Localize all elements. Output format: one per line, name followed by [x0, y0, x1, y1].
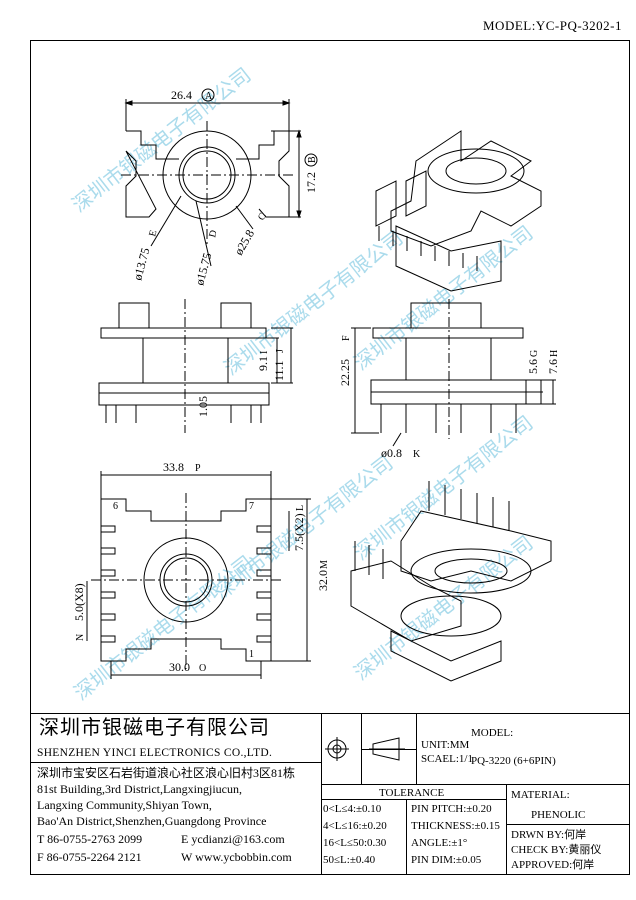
- dim-g-tag: G: [529, 350, 540, 357]
- company-name-en: SHENZHEN YINCI ELECTRONICS CO.,LTD.: [37, 747, 273, 759]
- dim-i: 9.1: [256, 356, 270, 371]
- material-label: MATERIAL:: [511, 789, 570, 801]
- top-view: [121, 99, 302, 267]
- dim-p-tag: P: [195, 463, 201, 474]
- dim-b: 17.2: [304, 172, 318, 193]
- isometric-view-top: [375, 130, 542, 292]
- dim-h: 7.6: [546, 359, 560, 374]
- dim-h-tag: H: [549, 350, 560, 357]
- address-line-4: Bao'An District,Shenzhen,Guangdong Provi…: [37, 814, 267, 828]
- pin-1-label: 1: [249, 649, 254, 660]
- front-view-labels: 9.1 I 11.1 J 1.05: [196, 349, 286, 417]
- projection-trapezoid: [369, 737, 405, 761]
- model-value: PQ-3220 (6+6PIN): [471, 755, 556, 767]
- dim-o-tag: O: [199, 663, 206, 674]
- dim-b-tag: B: [307, 156, 318, 163]
- dim-a-tag: A: [205, 91, 213, 102]
- dim-f-tag: F: [341, 335, 352, 341]
- dim-c: ø25.8: [231, 227, 257, 257]
- address-line-2: 81st Building,3rd District,Langxingjiucu…: [37, 782, 242, 796]
- dim-m-tag: M: [319, 560, 330, 569]
- dim-i-tag: I: [259, 351, 270, 354]
- dim-j-tag: J: [275, 349, 286, 353]
- iso-top-pins: [378, 226, 478, 271]
- isometric-view-bottom: [350, 481, 552, 682]
- bottom-view: [86, 471, 311, 679]
- material-value: PHENOLIC: [531, 809, 586, 821]
- dim-n: 5.0(X8): [72, 583, 86, 621]
- address-line-1: 深圳市宝安区石岩街道浪心社区浪心旧村3区81栋: [37, 766, 296, 780]
- contact-fax: F 86-0755-2264 2121: [37, 850, 142, 864]
- tol2-row-1: PIN PITCH:±0.20: [411, 803, 492, 815]
- dim-k-tag: K: [413, 449, 421, 460]
- tol2-row-2: THICKNESS:±0.15: [411, 820, 500, 832]
- drawing-model-header: MODEL:YC-PQ-3202-1: [483, 18, 622, 33]
- tol-row-1: 0<L≤4:±0.10: [323, 803, 382, 815]
- side-view: [351, 299, 556, 447]
- dim-o: 30.0: [169, 660, 190, 674]
- technical-drawing: 深圳市银磁电子有限公司 深圳市银磁电子有限公司 深圳市银磁电子有限公司 深圳市银…: [67, 63, 560, 705]
- dim-d-tag: D: [207, 229, 219, 239]
- tol-row-3: 16<L≤50:0.30: [323, 837, 387, 849]
- dim-105: 1.05: [196, 396, 210, 417]
- scale-label: SCAEL:1/1: [421, 753, 473, 765]
- contact-web: W www.ycbobbin.com: [181, 850, 292, 864]
- address-line-3: Langxing Community,Shiyan Town,: [37, 798, 212, 812]
- dim-l: 7.5(X2): [292, 513, 306, 551]
- front-view: [98, 299, 293, 433]
- dim-e-tag: E: [147, 229, 159, 238]
- dim-a: 26.4: [171, 88, 192, 102]
- dim-n-tag: N: [75, 634, 86, 641]
- dim-p: 33.8: [163, 460, 184, 474]
- tol-row-4: 50≤L:±0.40: [323, 854, 376, 866]
- unit-label: UNIT:MM: [421, 739, 470, 751]
- tolerance-title: TOLERANCE: [379, 787, 445, 799]
- checked-by: CHECK BY:黄丽仪: [511, 844, 602, 856]
- dim-m: 32.0: [316, 570, 330, 591]
- company-name-cn: 深圳市银磁电子有限公司: [39, 715, 270, 739]
- model-label: MODEL:: [471, 727, 514, 739]
- watermark-7: 深圳市银磁电子有限公司: [69, 551, 257, 705]
- iso-bottom-pins: [354, 481, 510, 579]
- dim-c-tag: C: [256, 211, 269, 223]
- dim-e: ø13.75: [130, 246, 152, 281]
- tol-row-2: 4<L≤16:±0.20: [323, 820, 387, 832]
- bottom-view-labels: 33.8 P 30.0 O 32.0 M 7.5(X2) L 5.0(X8) N…: [72, 460, 330, 674]
- top-view-labels: 26.4 A B 17.2 ø13.75 E ø15.75 D ø25.8 C: [130, 88, 318, 287]
- dim-d: ø15.75: [192, 251, 214, 286]
- drawn-by: DRWN BY:何岸: [511, 829, 587, 841]
- contact-email: E ycdianzi@163.com: [181, 832, 285, 846]
- title-block: 深圳市银磁电子有限公司 SHENZHEN YINCI ELECTRONICS C…: [30, 714, 630, 875]
- dim-l-tag: L: [295, 505, 306, 511]
- approved-by: APPROVED:何岸: [511, 859, 595, 871]
- dim-f: 22.25: [338, 359, 352, 386]
- pin-6-label: 6: [113, 501, 118, 512]
- side-view-labels: 22.25 F 5.6 G 7.6 H ø0.8 K: [338, 335, 560, 460]
- tol2-row-3: ANGLE:±1°: [411, 837, 468, 849]
- drawing-frame: 深圳市银磁电子有限公司 深圳市银磁电子有限公司 深圳市银磁电子有限公司 深圳市银…: [30, 40, 630, 714]
- dim-k: ø0.8: [381, 446, 402, 460]
- pin-7-label: 7: [249, 501, 254, 512]
- tol2-row-4: PIN DIM:±0.05: [411, 854, 482, 866]
- contact-tel: T 86-0755-2763 2099: [37, 832, 143, 846]
- dim-j: 11.1: [272, 360, 286, 381]
- projection-symbol: [325, 737, 349, 761]
- bottom-view-slots: [100, 525, 272, 643]
- dim-g: 5.6: [526, 359, 540, 374]
